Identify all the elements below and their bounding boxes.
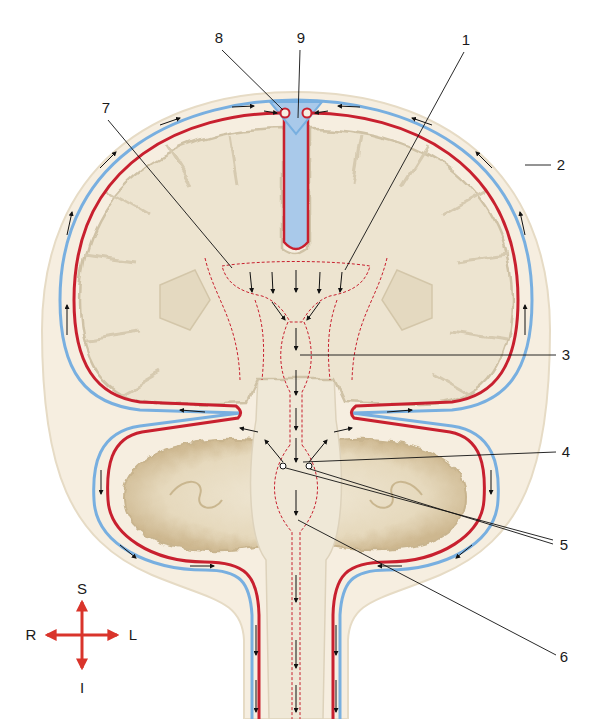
flow-arrow <box>296 408 297 430</box>
flow-arrow <box>296 438 297 462</box>
ventricle-horn <box>205 258 240 380</box>
flow-arrow <box>296 640 297 668</box>
callout-number: 4 <box>562 444 570 461</box>
direction-label: S <box>77 581 87 598</box>
sulcus <box>457 255 508 262</box>
flow-arrow <box>296 370 297 395</box>
callout-number: 5 <box>560 537 568 554</box>
sulcus <box>120 372 160 395</box>
sulcus <box>402 145 427 185</box>
fourth-ventricle <box>275 445 293 719</box>
direction-label: R <box>26 627 37 644</box>
direction-label: L <box>129 627 137 644</box>
leader-line <box>310 469 553 544</box>
leader-line <box>286 468 553 540</box>
flow-arrow <box>296 685 297 712</box>
sulcus <box>444 190 488 215</box>
arachnoid-granulation <box>281 109 290 118</box>
third-ventricle <box>281 322 290 445</box>
ventricle-horn <box>352 258 387 380</box>
sulcus <box>104 190 148 215</box>
sulcus <box>86 332 140 340</box>
superior-sagittal-sinus <box>270 102 322 134</box>
flow-arrow <box>296 328 297 350</box>
flow-arrow <box>272 302 285 320</box>
flow-arrow <box>296 270 297 292</box>
lateral-ventricles <box>222 262 370 323</box>
fourth-ventricle <box>300 445 318 719</box>
flow-arrow <box>340 272 342 292</box>
leader-line <box>303 452 556 462</box>
sulcus <box>230 135 238 185</box>
foramen-marker <box>280 463 286 469</box>
ventricle-wall <box>328 300 337 380</box>
cerebellum-white-matter <box>370 482 422 508</box>
direction-label: I <box>80 680 84 697</box>
sulcus <box>354 135 362 185</box>
callout-number: 6 <box>560 649 568 666</box>
leader-line <box>108 120 232 268</box>
flow-arrow <box>272 272 273 293</box>
sulcus <box>165 145 190 185</box>
leader-line <box>222 50 283 110</box>
deep-grey-matter <box>382 270 432 330</box>
callout-number: 2 <box>557 157 565 174</box>
callout-number: 7 <box>102 100 110 117</box>
cerebellum-white-matter <box>170 482 222 508</box>
leader-line <box>298 520 556 655</box>
meninges-right <box>296 100 532 719</box>
deep-grey-matter <box>160 270 210 330</box>
flow-arrow <box>319 272 320 293</box>
ventricle-flow-arrows <box>250 270 342 712</box>
leader-lines <box>108 50 556 655</box>
sulcus <box>84 255 135 262</box>
callout-number: 3 <box>562 347 570 364</box>
flow-arrow <box>250 272 252 292</box>
arachnoid-granulation <box>303 109 312 118</box>
compass-axis <box>47 634 117 637</box>
meninges-left <box>60 100 296 719</box>
callout-number: 9 <box>297 30 305 47</box>
foramen-marker <box>306 463 312 469</box>
flow-arrow <box>296 490 297 515</box>
ventricle-wall <box>255 300 264 380</box>
leader-line <box>300 355 556 356</box>
leader-line <box>298 50 300 118</box>
callout-number: 8 <box>215 30 223 47</box>
brainstem-spinal-cord <box>251 330 342 719</box>
flow-arrow <box>307 302 320 320</box>
callout-number: 1 <box>462 32 470 49</box>
flow-arrow <box>309 440 327 462</box>
scalp-skull <box>42 92 550 719</box>
third-ventricle <box>302 322 311 445</box>
leader-line <box>345 52 464 270</box>
sulcus <box>452 332 506 340</box>
orientation-compass <box>47 602 117 668</box>
leader-line <box>525 165 551 166</box>
sulcus <box>432 372 472 395</box>
ventricles <box>205 258 387 719</box>
flow-arrow <box>296 575 297 602</box>
flow-arrow <box>265 440 283 462</box>
